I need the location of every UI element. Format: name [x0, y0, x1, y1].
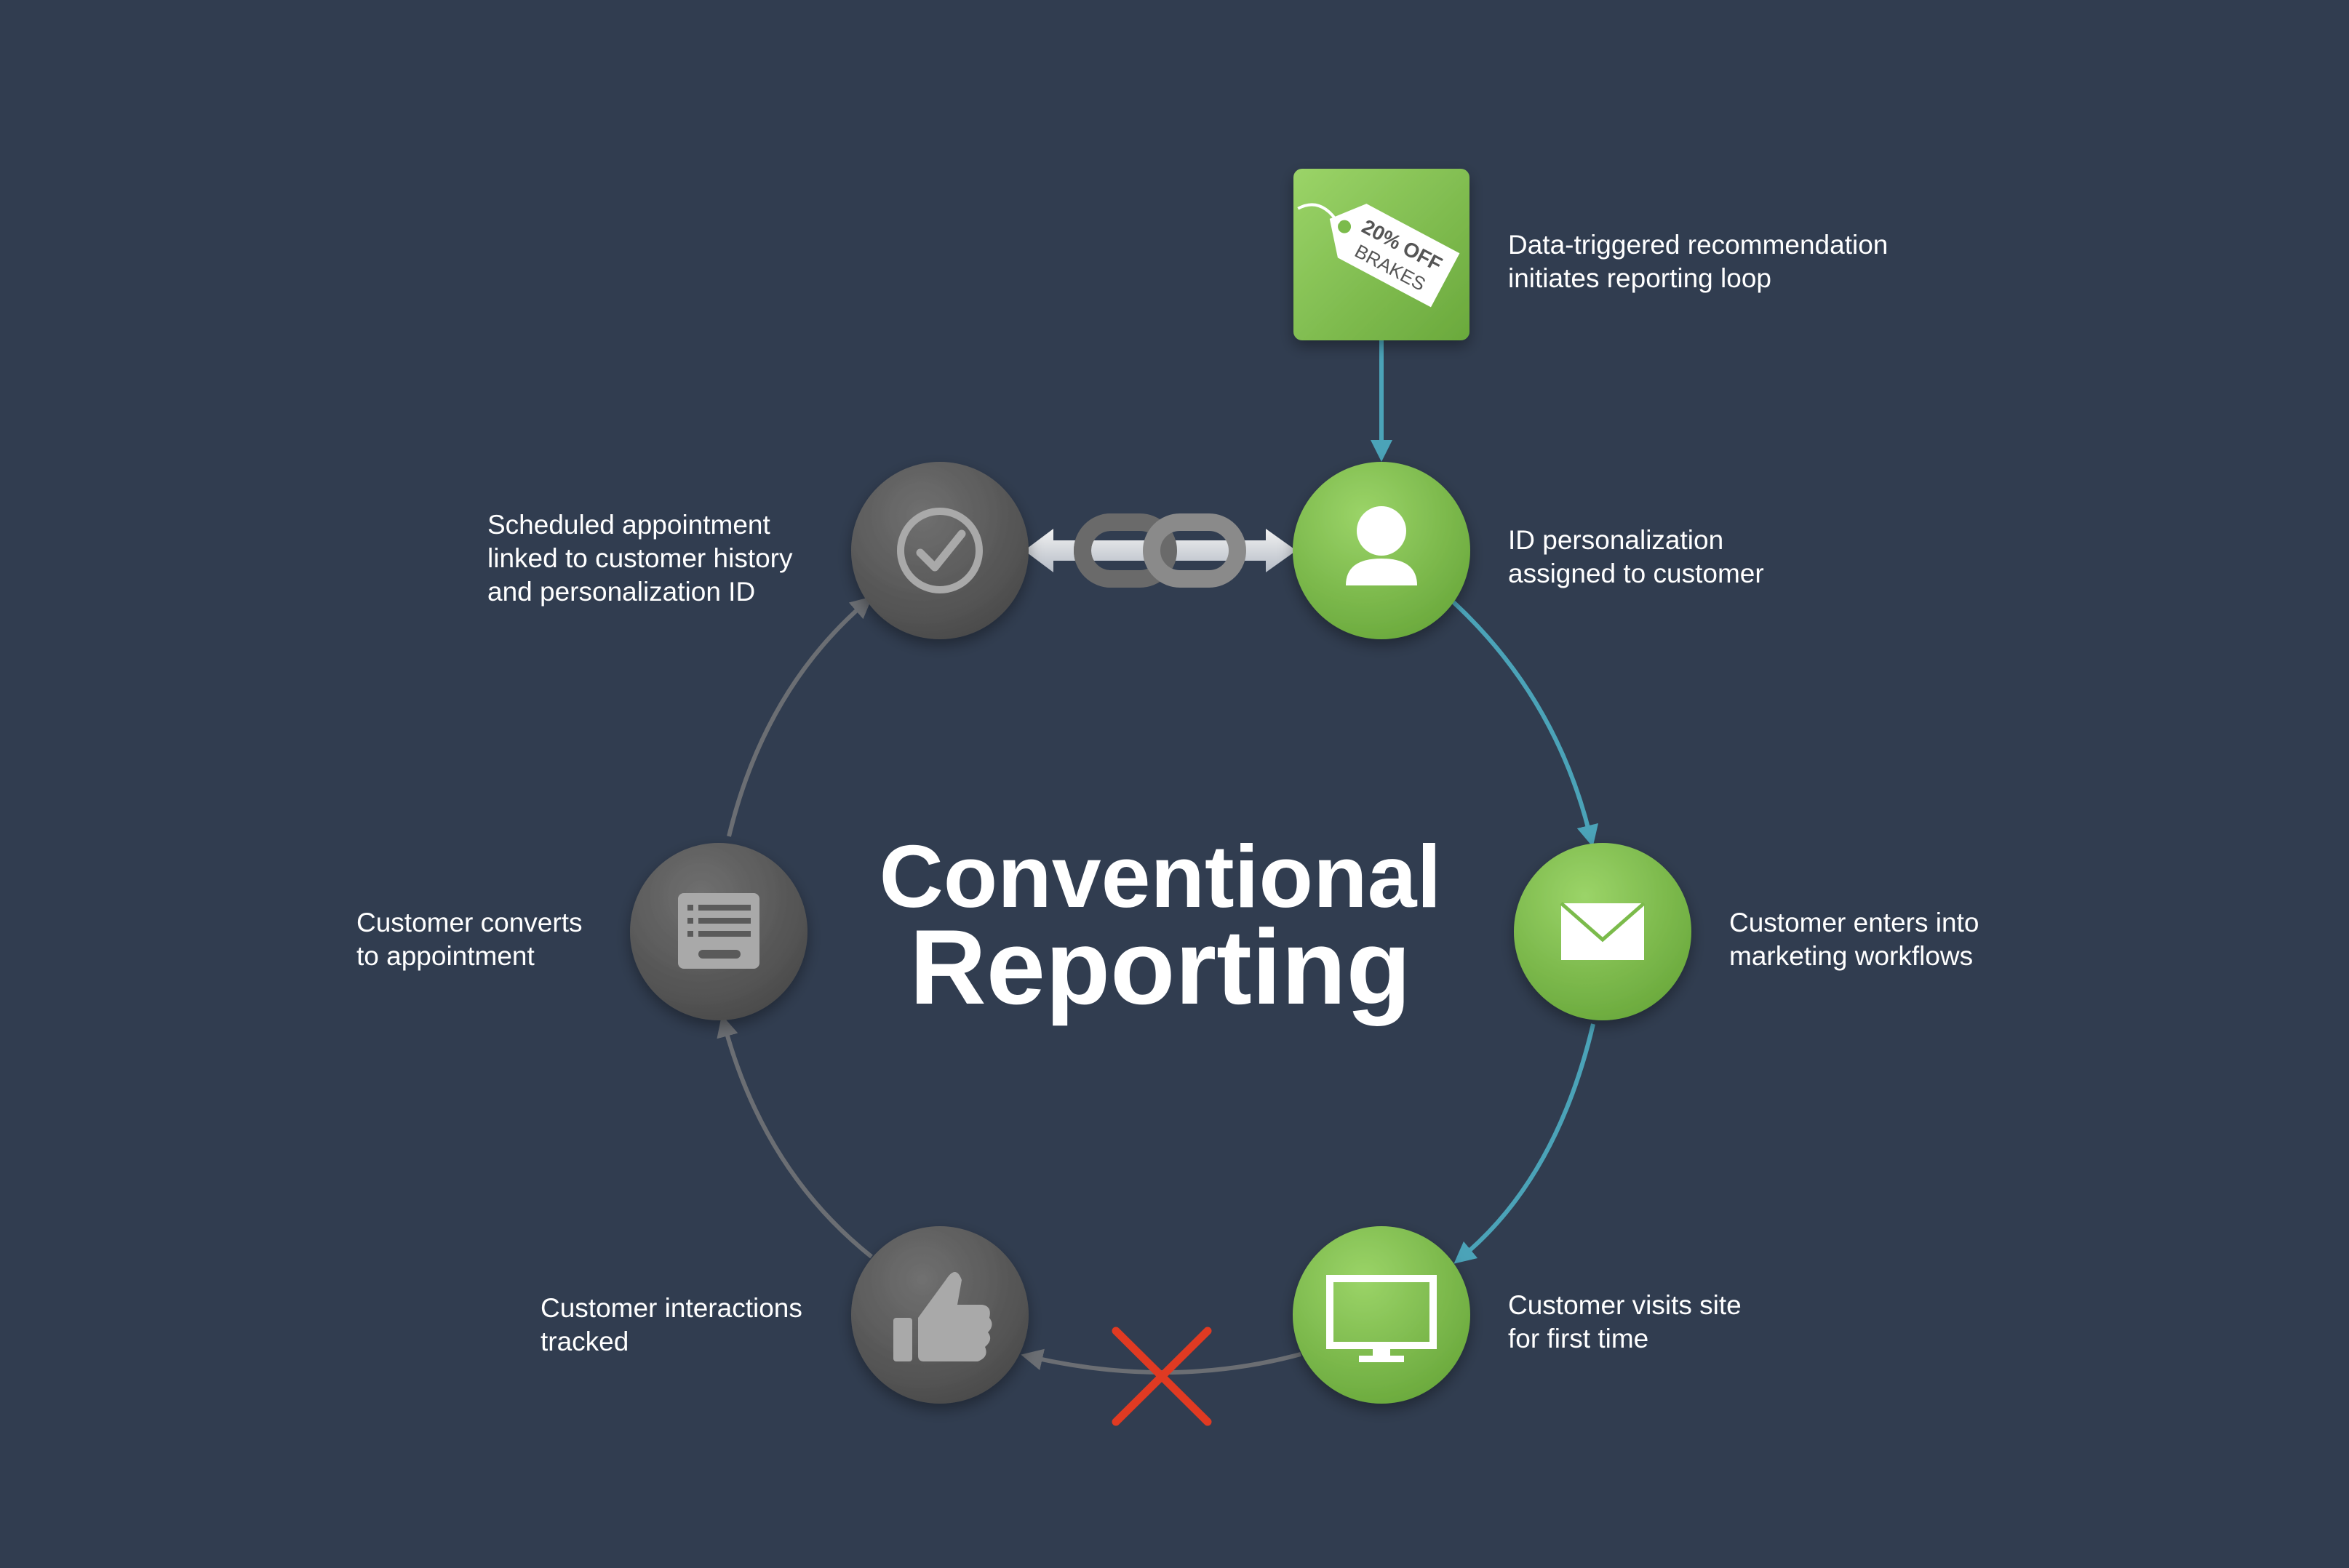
- step-label-recommendation: Data-triggered recommendation initiates …: [1508, 230, 1889, 293]
- step-label-interactions-tracked: Customer interactions tracked: [541, 1293, 802, 1356]
- form-icon: [678, 893, 759, 969]
- diagram-title-line2: Reporting: [909, 908, 1411, 1026]
- step-label-site-visit: Customer visits site for first time: [1508, 1290, 1742, 1353]
- step-node-site-visit: [1293, 1226, 1470, 1404]
- step-label-converts: Customer converts to appointment: [356, 908, 583, 971]
- checkmark-icon: [897, 508, 983, 593]
- step-label-id-personalization: ID personalization assigned to customer: [1508, 525, 1764, 588]
- envelope-icon: [1560, 902, 1646, 960]
- connector-id-to-workflows: [1451, 600, 1599, 847]
- connector-converts-to-scheduled: [727, 596, 873, 837]
- connector-interactions-to-converts: [717, 1015, 873, 1259]
- user-icon: [1346, 506, 1417, 585]
- step-node-scheduled: [851, 462, 1029, 639]
- connector-workflows-to-visit: [1453, 1023, 1595, 1264]
- broken-link-x-icon: [1112, 1327, 1212, 1426]
- chain-link-icon: [1024, 513, 1296, 588]
- step-label-scheduled: Scheduled appointment linked to customer…: [487, 510, 793, 607]
- thumbs-up-icon: [893, 1272, 992, 1361]
- monitor-icon: [1326, 1275, 1437, 1362]
- step-label-marketing-workflows: Customer enters into marketing workflows: [1729, 908, 1979, 971]
- diagram-title-line1: Conventional: [879, 827, 1442, 926]
